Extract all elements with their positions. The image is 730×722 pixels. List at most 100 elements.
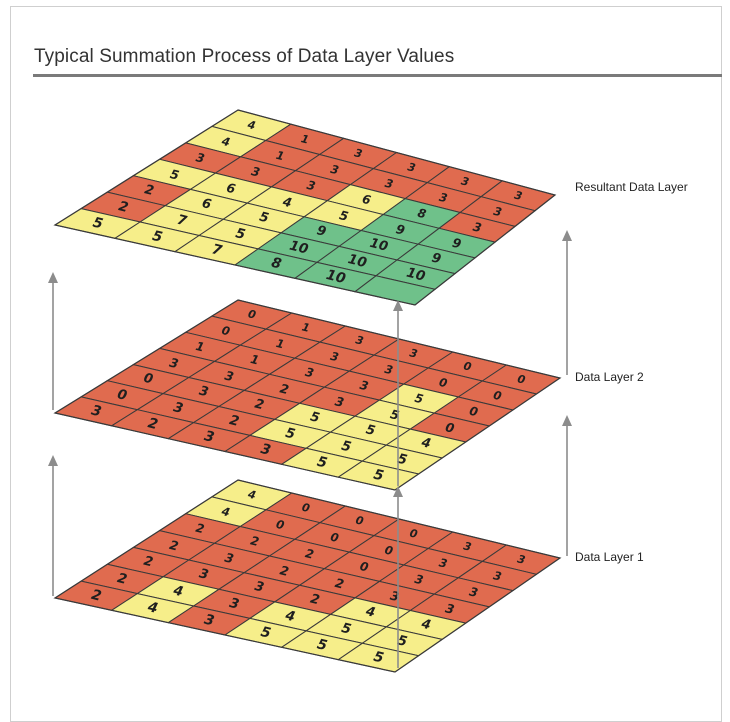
- cell-value: 3: [358, 378, 369, 394]
- cell-value: 10: [288, 238, 310, 258]
- arrow-center-upper: [393, 300, 403, 486]
- resultant-outline: [53, 109, 557, 306]
- cell-value: 2: [143, 182, 155, 199]
- cell-value: 9: [394, 221, 406, 238]
- cell-value: 3: [408, 346, 419, 361]
- cell-value: 3: [304, 365, 315, 381]
- cell-value: 3: [259, 441, 272, 459]
- cell-value: 3: [406, 160, 417, 175]
- cell-value: 2: [253, 397, 265, 414]
- cell-value: 3: [203, 612, 216, 630]
- cell-value: 2: [194, 521, 205, 537]
- cell-value: 2: [117, 198, 130, 216]
- data-layer-1-label: Data Layer 1: [575, 550, 644, 564]
- cell-value: 10: [368, 236, 389, 255]
- figure-title: Typical Summation Process of Data Layer …: [34, 46, 455, 67]
- cell-value: 0: [444, 419, 456, 436]
- arrow-left-lower: [48, 455, 58, 596]
- cell-value: 0: [468, 404, 479, 420]
- cell-value: 3: [354, 333, 365, 348]
- cell-value: 5: [372, 467, 386, 485]
- cell-value: 2: [146, 415, 159, 433]
- cell-value: 0: [354, 514, 365, 529]
- cell-value: 3: [513, 189, 524, 204]
- cell-value: 0: [247, 307, 258, 322]
- cell-value: 3: [228, 595, 241, 613]
- cell-value: 4: [171, 582, 185, 600]
- cell-value: 2: [249, 533, 260, 549]
- cell-value: 2: [142, 554, 154, 571]
- cell-value: 5: [396, 451, 409, 469]
- cell-value: 5: [396, 632, 409, 650]
- cell-value: 0: [438, 375, 449, 391]
- cell-value: 2: [90, 587, 103, 605]
- cell-value: 0: [408, 527, 419, 542]
- cell-value: 1: [275, 148, 286, 164]
- cell-value: 0: [358, 559, 369, 575]
- cell-value: 1: [194, 339, 205, 355]
- cell-value: 6: [200, 196, 212, 213]
- cell-value: 8: [270, 255, 284, 273]
- cell-value: 3: [334, 393, 346, 410]
- cell-value: 3: [172, 399, 185, 417]
- cell-value: 3: [168, 355, 180, 372]
- cell-value: 0: [275, 517, 286, 533]
- cell-value: 0: [301, 501, 312, 516]
- cell-value: 9: [451, 235, 463, 252]
- cell-value: 5: [315, 636, 329, 654]
- cell-value: 4: [419, 435, 432, 452]
- cell-value: 3: [223, 550, 235, 567]
- cell-value: 5: [151, 228, 165, 246]
- data-layer-2-label: Data Layer 2: [575, 370, 644, 384]
- cell-value: 3: [444, 600, 456, 617]
- cell-value: 8: [416, 206, 427, 222]
- cell-value: 1: [249, 352, 260, 368]
- cell-value: 4: [363, 604, 376, 621]
- cell-value: 6: [225, 180, 237, 197]
- cell-value: 2: [116, 570, 129, 588]
- cell-value: 3: [250, 164, 261, 180]
- cell-value: 3: [253, 579, 265, 596]
- cell-value: 0: [516, 372, 527, 387]
- cell-value: 10: [324, 267, 347, 287]
- cell-value: 5: [258, 210, 270, 227]
- cell-value: 3: [383, 362, 394, 378]
- cell-value: 2: [278, 380, 290, 397]
- cell-value: 1: [301, 320, 312, 334]
- cell-value: 2: [278, 562, 290, 579]
- arrow-left-upper: [48, 272, 58, 410]
- cell-value: 0: [383, 543, 394, 559]
- cell-value: 3: [413, 572, 424, 588]
- cell-value: 3: [198, 566, 210, 583]
- cell-value: 3: [90, 402, 103, 420]
- cell-value: 4: [283, 607, 297, 625]
- cell-value: 5: [169, 166, 181, 183]
- cell-value: 4: [245, 118, 257, 133]
- cell-value: 2: [334, 575, 346, 592]
- cell-value: 3: [195, 150, 206, 166]
- cell-value: 5: [309, 409, 321, 426]
- resultant-grid: 4133334133333336835645992659109275101010…: [53, 109, 557, 306]
- cell-value: 3: [305, 178, 316, 194]
- cell-value: 2: [168, 537, 180, 554]
- cell-value: 3: [384, 176, 395, 192]
- cell-value: 3: [468, 584, 479, 600]
- cell-value: 5: [284, 425, 297, 443]
- cell-value: 0: [462, 359, 473, 374]
- layer2-outline: [53, 299, 562, 491]
- cell-value: 2: [304, 546, 315, 562]
- cell-value: 6: [361, 192, 372, 208]
- cell-value: 1: [275, 336, 286, 352]
- cell-value: 4: [246, 487, 258, 502]
- arrow-right-lower: [562, 415, 572, 556]
- cell-value: 3: [223, 368, 235, 385]
- layer1-grid: 4000334000332220332322332332442434552435…: [53, 479, 562, 673]
- cell-value: 5: [340, 438, 353, 456]
- cell-value: 10: [405, 265, 427, 285]
- cell-value: 4: [419, 616, 432, 633]
- arrow-center-lower: [393, 486, 403, 668]
- cell-value: 9: [315, 223, 327, 240]
- cell-value: 2: [228, 412, 241, 430]
- cell-value: 3: [492, 568, 503, 584]
